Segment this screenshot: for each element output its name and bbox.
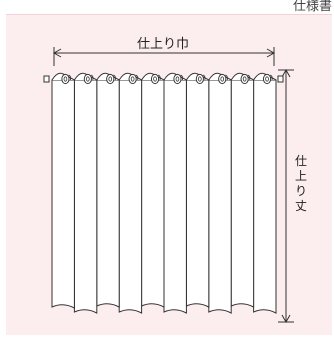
curtain-ring-inner xyxy=(175,76,180,82)
curtain-ring-inner xyxy=(198,76,202,82)
curtain-ring-icon xyxy=(61,73,70,85)
curtain-ring-icon xyxy=(106,73,115,85)
curtain-hook-icon xyxy=(247,74,251,81)
height-label-bg xyxy=(290,152,312,214)
curtain-hook-icon xyxy=(135,74,139,81)
curtain-pleat xyxy=(51,79,75,309)
curtain-pleat xyxy=(118,79,143,314)
curtain-pleat xyxy=(208,79,232,314)
curtain-ring-icon xyxy=(218,73,227,85)
height-label-char-2: 上 xyxy=(295,169,307,183)
curtain-ring-inner xyxy=(153,76,157,82)
width-label-bg xyxy=(136,36,192,50)
curtain-hook-icon xyxy=(68,74,72,81)
curtain-ring-icon xyxy=(83,73,92,85)
curtain-hook-icon xyxy=(180,74,184,81)
curtain-pleat xyxy=(230,79,255,308)
curtain-ring-inner xyxy=(86,76,90,82)
curtain-pleat xyxy=(141,79,165,308)
curtain-hook-icon xyxy=(113,74,116,81)
end-cap-left xyxy=(43,75,50,83)
curtain-pleat xyxy=(185,79,210,308)
diagram-caption: 仕様書 xyxy=(292,0,332,12)
curtain-ring-icon xyxy=(128,73,137,85)
curtain-pleat xyxy=(253,79,277,314)
curtain-hook-icon xyxy=(157,74,161,81)
panel-top-border xyxy=(6,14,332,15)
curtain-pleat xyxy=(96,79,120,308)
curtain-ring-icon xyxy=(195,73,204,85)
curtain-ring-inner xyxy=(265,76,269,82)
width-label: 仕上り巾 xyxy=(137,37,189,52)
height-label-char-3: り xyxy=(295,184,307,198)
curtain-ring-inner xyxy=(108,76,113,82)
curtain-hook-icon xyxy=(225,74,228,81)
end-cap-right xyxy=(277,75,284,83)
height-dimension: 仕 上 り 丈 xyxy=(278,68,312,324)
curtain-hook-icon xyxy=(269,74,273,81)
height-label-char-4: 丈 xyxy=(295,199,307,213)
curtain-ring-icon xyxy=(173,73,182,85)
curtain-pleat xyxy=(73,79,98,314)
curtain-ring-inner xyxy=(130,76,135,82)
curtain-hook-icon xyxy=(90,74,94,81)
curtain xyxy=(43,72,284,314)
curtain-ring-icon xyxy=(240,73,249,85)
curtain-ring-inner xyxy=(242,76,247,82)
curtain-ring-icon xyxy=(150,73,160,85)
curtain-hook-icon xyxy=(202,74,206,81)
width-dimension: 仕上り巾 仕 上 り 丈 xyxy=(43,36,312,324)
curtain-pleat xyxy=(163,79,187,314)
curtain-ring-inner xyxy=(63,76,68,82)
height-label-char-1: 仕 xyxy=(295,154,307,168)
curtain-ring-icon xyxy=(262,73,272,85)
curtain-ring-inner xyxy=(220,76,225,82)
